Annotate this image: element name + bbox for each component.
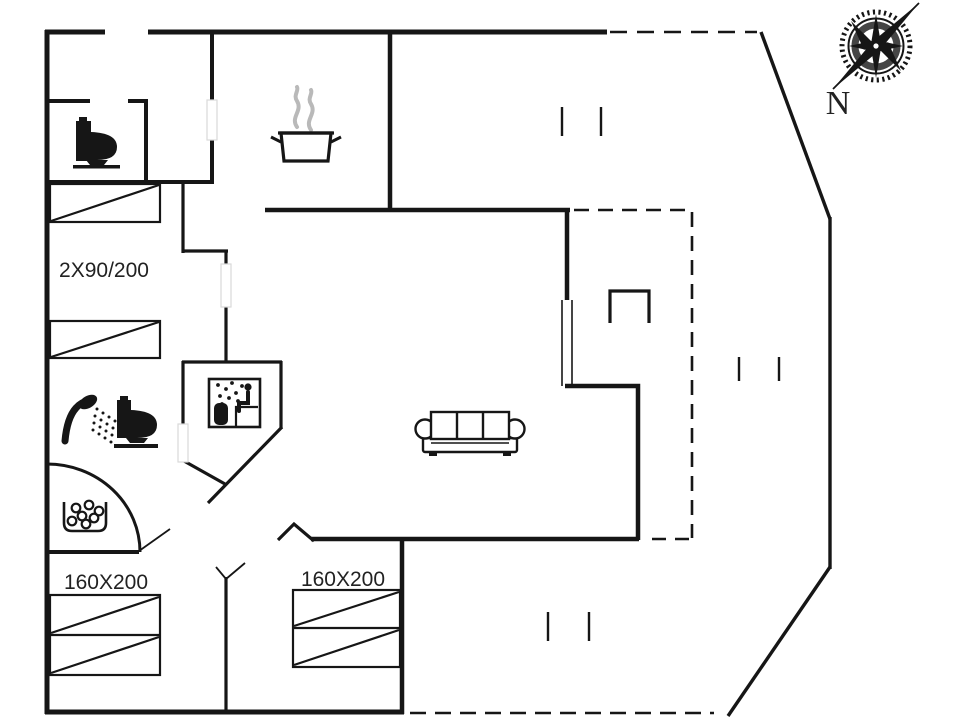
bed-single-top-diagonal (50, 183, 160, 223)
door-frame-kitchen (206, 99, 218, 141)
compass-needle-sw (833, 41, 881, 89)
compass-needle-ne (871, 3, 919, 51)
sauna-sign-box (207, 377, 262, 429)
sauna-sign-person-body (237, 390, 250, 413)
sofa-foot-right (503, 452, 511, 456)
label-bedroom-left: 160X200 (64, 571, 148, 594)
fireplace-icon (608, 289, 651, 323)
shower-icon-head (78, 394, 98, 410)
toilet-icon-bath (114, 396, 158, 448)
terrace-edge-ne-diagonal (759, 31, 832, 220)
terrace-edge-se-diagonal (726, 566, 832, 717)
label-bedroom-small: 2X90/200 (59, 259, 149, 282)
shower-icon-spray (91, 407, 117, 444)
bed-single-bottom-diagonal (50, 320, 160, 359)
spa-bubbles-icon (66, 499, 105, 530)
bed-double-left-diag1 (50, 595, 160, 635)
sauna-sign-steam (216, 381, 244, 406)
pot-icon-handle-left (270, 135, 282, 144)
label-compass-north: N (826, 85, 851, 122)
door-frame-hall (220, 263, 232, 308)
bed-double-right-diag2 (293, 628, 400, 667)
sauna-sign-bench (234, 405, 258, 427)
pot-icon-handle-right (330, 135, 342, 144)
bath-corner-arc (46, 462, 142, 553)
wall-bedroom-right-chevron (276, 521, 316, 543)
pot-icon-body (279, 131, 333, 163)
door-leaf-bathroom (138, 528, 171, 552)
compass-tick-ring (839, 9, 913, 83)
pot-steam-1 (292, 85, 301, 129)
wall-sauna-diagonal (206, 425, 284, 505)
door-frame-sauna (177, 423, 189, 463)
sofa-back-cushions (429, 410, 511, 441)
sauna-sign-heater (214, 403, 228, 425)
wall-living-notch (565, 383, 641, 540)
door-leaf-vestibule-right (225, 562, 246, 580)
pot-steam-2 (306, 88, 315, 132)
spa-tub-icon (62, 502, 108, 533)
toilet-icon-wc (73, 117, 120, 169)
door-leaf-vestibule-left (215, 566, 227, 580)
bed-double-right-diag1 (293, 590, 400, 628)
label-bedroom-right: 160X200 (301, 568, 385, 591)
wall-entry-diagonal (183, 459, 226, 486)
sauna-sign-person-head (244, 383, 252, 391)
bed-double-left-diag2 (50, 635, 160, 675)
bed-single-top (48, 182, 162, 224)
bed-single-bottom (48, 319, 162, 360)
sofa-foot-left (429, 452, 437, 456)
compass-center-dot (872, 42, 880, 50)
